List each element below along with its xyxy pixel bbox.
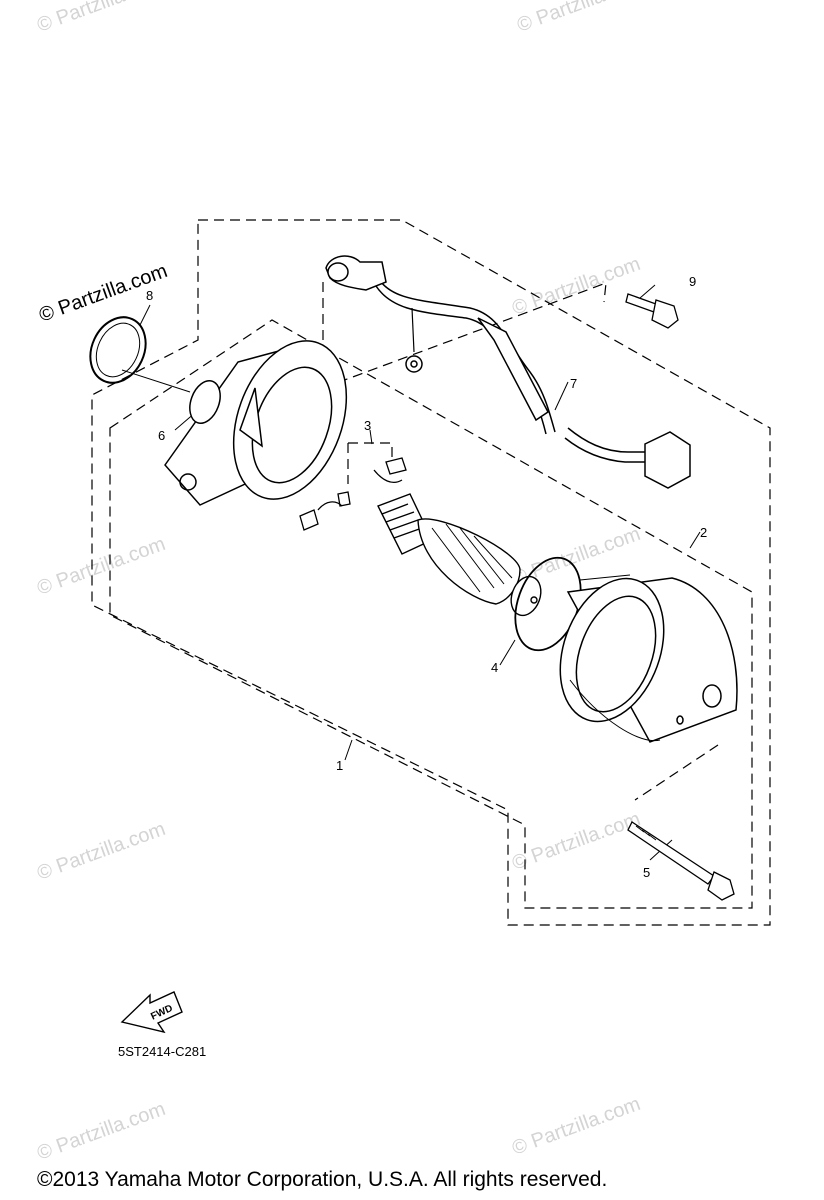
diagram-code: 5ST2414-C281 [118, 1044, 206, 1059]
brush-set-3 [299, 457, 407, 531]
watermark: © Partzilla.com [34, 533, 168, 600]
armature [377, 493, 542, 617]
copyright-notice: ©2013 Yamaha Motor Corporation, U.S.A. A… [37, 1168, 607, 1191]
watermark: © Partzilla.com [34, 818, 168, 885]
watermark-group: © Partzilla.com © Partzilla.com © Partzi… [34, 0, 648, 1165]
callouts: 1 2 3 4 5 6 7 8 9 [146, 274, 707, 880]
o-ring-8 [89, 316, 147, 384]
assembly-boundaries [91, 219, 771, 926]
watermark: © Partzilla.com [514, 0, 648, 37]
ring-terminal [411, 307, 415, 353]
brush-bracket [347, 442, 393, 484]
callout-5: 5 [643, 865, 650, 880]
inner-boundary [109, 319, 753, 909]
callout-4: 4 [491, 660, 498, 675]
watermark: © Partzilla.com [34, 1098, 168, 1165]
watermark: © Partzilla.com [509, 808, 643, 875]
callout-9: 9 [689, 274, 696, 289]
front-cover-6 [164, 340, 348, 506]
yoke-2 [559, 574, 738, 743]
callout-3: 3 [364, 418, 371, 433]
watermark: © Partzilla.com [509, 1093, 643, 1160]
fwd-arrow: FWD [120, 991, 183, 1034]
watermark: © Partzilla.com [509, 253, 643, 320]
outer-boundary [91, 219, 771, 926]
bolt5-bracket [634, 744, 719, 801]
watermark: © Partzilla.com [34, 0, 168, 37]
callout-8: 8 [146, 288, 153, 303]
wire-lead-7 [325, 255, 691, 489]
callout-2: 2 [700, 525, 707, 540]
bolt-9 [625, 293, 679, 329]
wire-bracket-2 [322, 282, 607, 389]
bolt-5 [627, 821, 735, 901]
callout-1: 1 [336, 758, 343, 773]
connector-plug [644, 431, 691, 489]
callout-7: 7 [570, 376, 577, 391]
callout-6: 6 [158, 428, 165, 443]
tube-segment [477, 317, 549, 422]
